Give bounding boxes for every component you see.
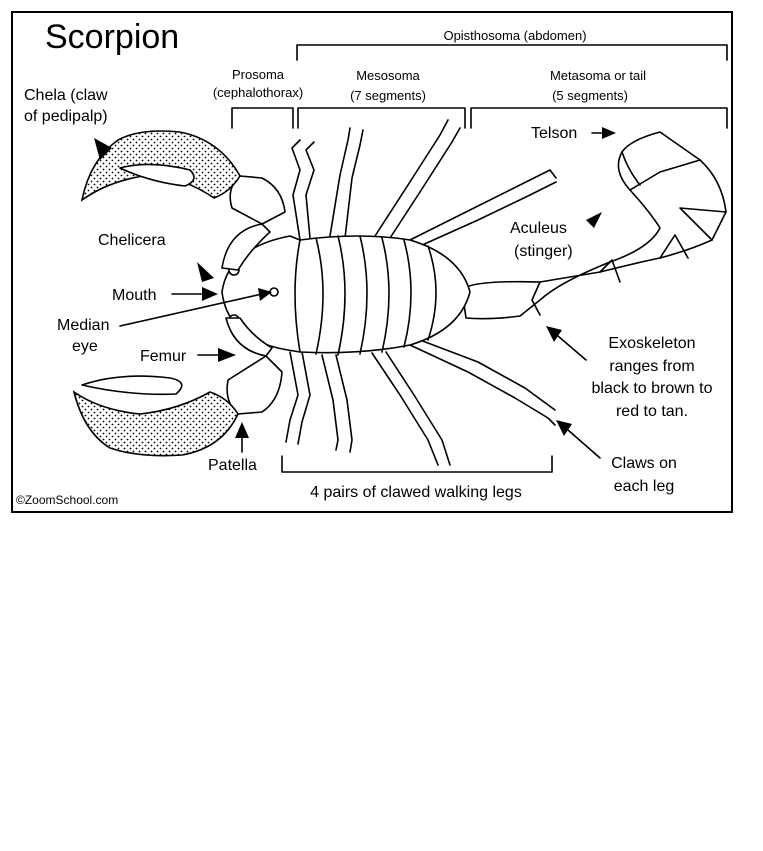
femur-arrow bbox=[218, 348, 236, 362]
exoskeleton-line-3: black to brown to bbox=[592, 380, 713, 397]
patella-label: Patella bbox=[208, 457, 257, 474]
femur-label: Femur bbox=[140, 348, 187, 365]
telson-arrow bbox=[602, 127, 616, 139]
aculeus-sublabel: (stinger) bbox=[514, 243, 573, 260]
mesosoma-label: Mesosoma bbox=[356, 68, 420, 83]
diagram-title: Scorpion bbox=[45, 18, 179, 56]
chela-sublabel: of pedipalp) bbox=[24, 108, 108, 125]
telson-label: Telson bbox=[531, 125, 577, 142]
walking-legs-bracket: 4 pairs of clawed walking legs bbox=[281, 455, 553, 501]
chelicera-arrow bbox=[197, 262, 214, 282]
chelicera-label: Chelicera bbox=[98, 232, 166, 249]
lower-walking-legs bbox=[285, 339, 556, 466]
mouth-arrow bbox=[202, 287, 218, 301]
aculeus-label: Aculeus bbox=[510, 220, 567, 237]
metasoma-label: Metasoma or tail bbox=[550, 68, 646, 83]
metasoma-tail bbox=[461, 131, 727, 320]
upper-walking-legs bbox=[291, 119, 557, 247]
mesosoma-sublabel: (7 segments) bbox=[350, 88, 426, 103]
patella-arrow bbox=[235, 422, 249, 438]
exoskeleton-line-4: red to tan. bbox=[616, 403, 688, 420]
chela-arrow bbox=[94, 138, 112, 160]
aculeus-arrow bbox=[586, 212, 602, 228]
opisthosoma-bracket: Opisthosoma (abdomen) bbox=[296, 28, 728, 61]
mouth-label: Mouth bbox=[112, 287, 156, 304]
scorpion-body bbox=[221, 235, 471, 356]
mesosoma-bracket: Mesosoma (7 segments) bbox=[297, 68, 466, 129]
median-eye-arrow bbox=[258, 288, 272, 301]
exoskeleton-line-2: ranges from bbox=[609, 358, 694, 375]
credit-label: ©ZoomSchool.com bbox=[16, 493, 118, 507]
metasoma-sublabel: (5 segments) bbox=[552, 88, 628, 103]
prosoma-sublabel: (cephalothorax) bbox=[213, 85, 303, 100]
metasoma-bracket: Metasoma or tail (5 segments) bbox=[470, 68, 728, 129]
exoskeleton-label: Exoskeleton bbox=[608, 335, 695, 352]
lower-pedipalp bbox=[72, 317, 283, 457]
prosoma-bracket: Prosoma (cephalothorax) bbox=[213, 67, 303, 129]
median-eye-label: Median bbox=[57, 317, 109, 334]
prosoma-label: Prosoma bbox=[232, 67, 285, 82]
claws-sublabel: each leg bbox=[614, 478, 675, 495]
exoskeleton-arrow bbox=[546, 326, 562, 342]
upper-pedipalp bbox=[80, 130, 286, 271]
median-eye-sublabel: eye bbox=[72, 338, 98, 355]
opisthosoma-label: Opisthosoma (abdomen) bbox=[443, 28, 586, 43]
walking-legs-label: 4 pairs of clawed walking legs bbox=[310, 484, 522, 501]
chela-label: Chela (claw bbox=[24, 87, 108, 104]
claws-arrow bbox=[556, 420, 572, 436]
claws-label: Claws on bbox=[611, 455, 677, 472]
